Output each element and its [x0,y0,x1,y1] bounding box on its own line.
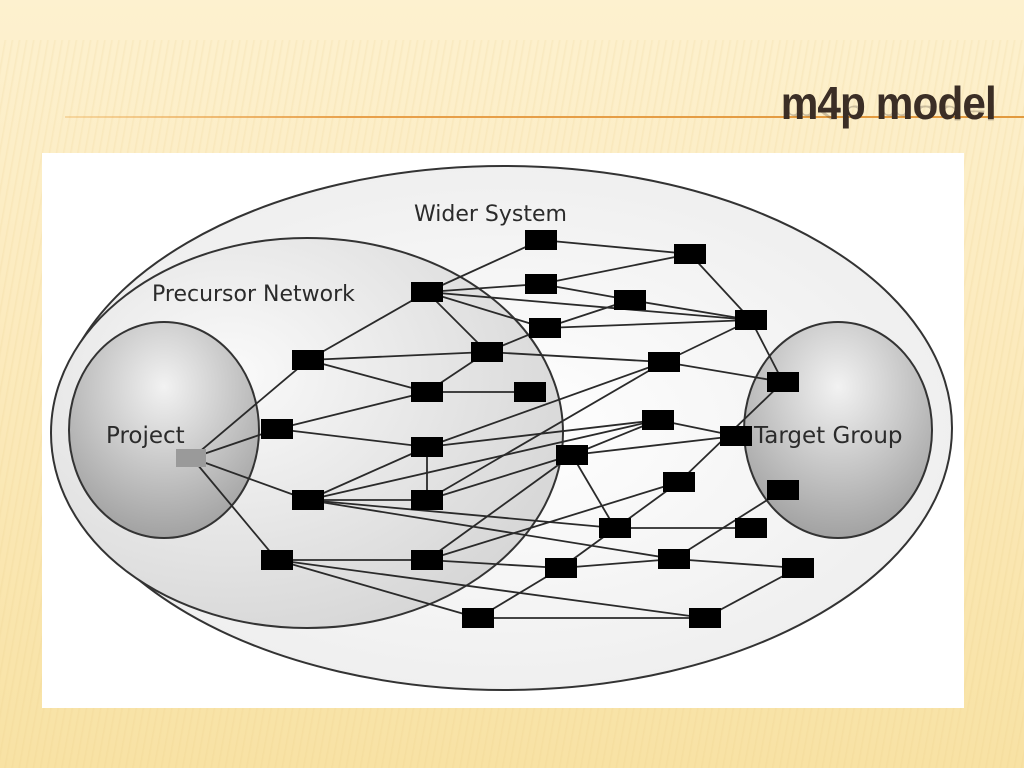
project-region [68,321,260,539]
edge-A-E [307,291,428,361]
edge-H-T [426,361,665,501]
precursor-network-label: Precursor Network [152,282,355,307]
network-node-h [411,490,443,510]
network-node-x [663,472,695,492]
project-label: Project [106,423,185,449]
edge-T-TG1 [663,361,784,383]
edge-P-D [191,457,278,561]
edge-G-T [426,361,665,448]
network-node-n [529,318,561,338]
network-node-y [599,518,631,538]
network-node-v [735,310,767,330]
edge-H-O [426,454,573,501]
edge-E-V [426,291,752,321]
network-node-m [525,274,557,294]
edges-group [191,239,799,619]
nodes-group [176,230,814,628]
slide-title-reflection: m4p model [780,101,996,125]
edge-C-Z [307,499,675,560]
edge-C-W [307,419,659,501]
network-node-b [261,419,293,439]
m4p-model-figure: Wider System Precursor Network Project T… [42,153,964,708]
network-node-t [648,352,680,372]
edge-A-F [307,359,428,393]
edge-O-Y [571,454,616,529]
network-node-tg1 [767,372,799,392]
network-node-tg2 [720,426,752,446]
edge-E-L [426,239,542,293]
network-node-z [658,549,690,569]
network-node-w [642,410,674,430]
edge-J-T [486,351,665,363]
network-node-tg6 [689,608,721,628]
edge-I-X [426,481,680,561]
network-node-o [556,445,588,465]
target-group-label: Target Group [753,423,903,449]
network-node-tg4 [735,518,767,538]
edge-N-V [544,319,752,329]
title-rule [65,116,1024,118]
edge-P-A [191,359,309,459]
edge-S-V [629,299,752,321]
network-node-q [462,608,494,628]
edge-D-Q [276,559,479,619]
slide-title: m4p model [780,77,997,129]
edge-Z-R [560,558,675,569]
network-node-a [292,350,324,370]
network-node-k [514,382,546,402]
network-node-l [525,230,557,250]
edge-I-O [426,454,573,561]
edge-B-F [276,391,428,430]
network-node-e [411,282,443,302]
edge-Z-TG5 [673,558,799,569]
network-node-c [292,490,324,510]
network-node-tg3 [767,480,799,500]
network-node-d [261,550,293,570]
edge-V-TG1 [750,319,784,383]
edge-A-J [307,351,488,361]
edge-Z-TG3 [673,489,784,560]
edge-D-TG6 [276,559,706,619]
network-node-j [471,342,503,362]
edge-O-TG2 [571,435,737,456]
edge-C-Y [307,499,616,529]
network-node-g [411,437,443,457]
edge-P-C [191,457,309,501]
network-node-i [411,550,443,570]
network-node-s [614,290,646,310]
wider-system-label: Wider System [414,202,567,227]
network-diagram: Wider System Precursor Network Project T… [50,165,953,691]
network-node-u [674,244,706,264]
edge-L-U [540,239,691,255]
edge-I-R [426,559,562,569]
edge-E-N [426,291,546,329]
edge-E-M [426,283,542,293]
edge-U-V [689,253,752,321]
network-node-f [411,382,443,402]
edge-C-G [307,446,428,501]
network-node-r [545,558,577,578]
edge-M-U [540,253,691,285]
network-node-tg5 [782,558,814,578]
project-origin-node [176,449,206,467]
edge-B-G [276,428,428,448]
